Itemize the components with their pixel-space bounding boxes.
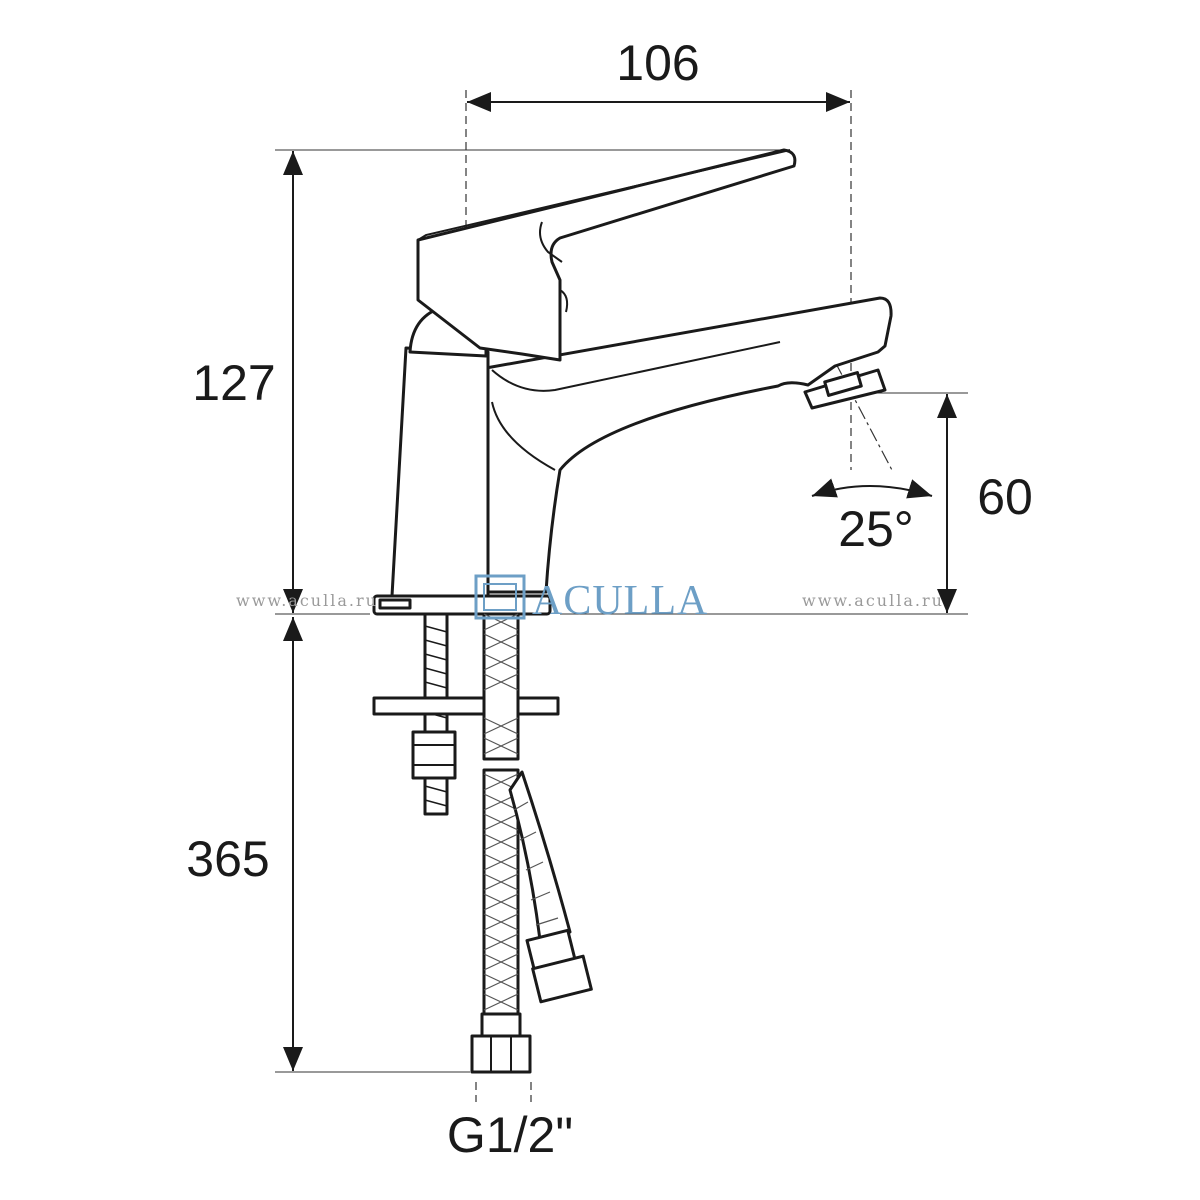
dimension-body-height: 127: [192, 149, 780, 615]
dimension-hose-length: 365: [186, 617, 470, 1073]
faucet-body: [372, 148, 893, 616]
mounting-hardware: [372, 612, 560, 816]
dimension-width: 106: [465, 35, 852, 585]
hose-fitting-left: [480, 1012, 522, 1040]
watermark: www.aculla.ru www.aculla.ru ACULLA: [236, 574, 944, 624]
dimension-body-height-label: 127: [192, 355, 275, 411]
brand-name: ACULLA: [532, 578, 708, 624]
brand-logo: ACULLA: [474, 574, 708, 624]
thread-annotation: G1/2": [447, 1082, 573, 1163]
thread-size-label: G1/2": [447, 1107, 573, 1163]
dimension-spout-height-label: 60: [977, 469, 1033, 525]
dimension-hose-length-label: 365: [186, 831, 269, 887]
hose-nut-right: [531, 954, 593, 1004]
dimension-width-label: 106: [616, 35, 699, 91]
mounting-washer: [372, 696, 560, 716]
supply-hoses: [470, 612, 593, 1074]
dimension-swivel-angle-label: 25°: [838, 501, 914, 557]
hose-nut-left: [470, 1034, 532, 1074]
watermark-site-left: www.aculla.ru: [236, 591, 378, 610]
mounting-nut: [411, 730, 457, 780]
watermark-site-right: www.aculla.ru: [802, 591, 944, 610]
